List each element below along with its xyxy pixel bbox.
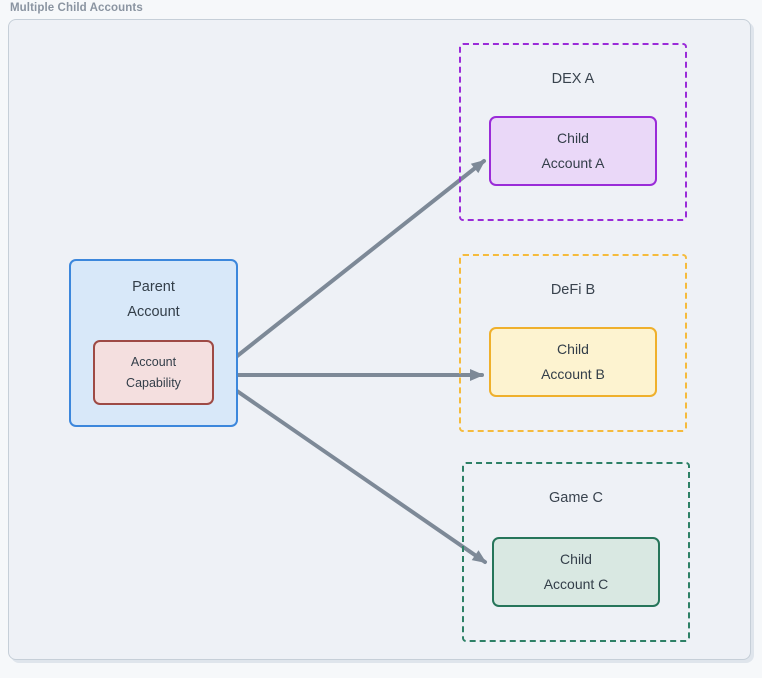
child-c-label-line2: Account C — [543, 576, 609, 592]
child-a-label-line1: Child — [557, 130, 589, 146]
child-account-c-node: Child Account C — [492, 537, 660, 607]
group-dex-a-label: DEX A — [551, 71, 595, 87]
group-defi-b-label: DeFi B — [550, 282, 596, 298]
account-capability-node: Account Capability — [93, 340, 214, 405]
capability-label-line2: Capability — [126, 375, 181, 390]
child-c-label-line1: Child — [560, 551, 592, 567]
group-dex-a: DEX A Child Account A — [459, 43, 687, 221]
group-game-c-label: Game C — [549, 490, 603, 506]
parent-account-node: Parent Account Account Capability — [69, 259, 238, 427]
parent-account-label: Parent Account — [127, 275, 179, 325]
figure-title: Multiple Child Accounts — [10, 2, 143, 14]
group-defi-b: DeFi B Child Account B — [459, 254, 687, 432]
group-game-c: Game C Child Account C — [462, 462, 690, 642]
child-account-a-node: Child Account A — [489, 116, 657, 186]
parent-label-line1: Parent — [132, 279, 175, 295]
child-account-b-node: Child Account B — [489, 327, 657, 397]
child-a-label-line2: Account A — [541, 155, 605, 171]
capability-label-line1: Account — [130, 354, 177, 369]
parent-label-line2: Account — [127, 304, 180, 320]
child-b-label-line2: Account B — [541, 366, 605, 382]
child-b-label-line1: Child — [557, 341, 589, 357]
